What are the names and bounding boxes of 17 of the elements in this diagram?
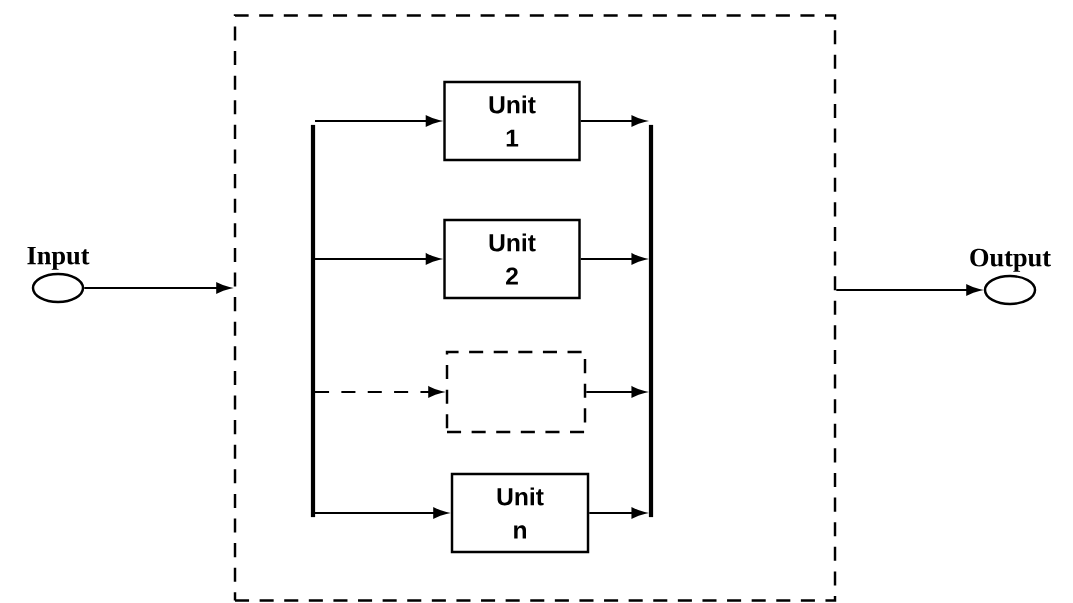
arrow	[315, 507, 448, 519]
arrow	[589, 507, 646, 519]
unit-box: Unit n	[450, 472, 590, 554]
node-label: Input	[27, 246, 90, 270]
arrow	[586, 386, 646, 398]
unit-box: Unit 2	[443, 218, 581, 300]
arrow	[84, 282, 231, 294]
arrow	[580, 253, 646, 265]
placeholder-box	[445, 350, 587, 434]
node-label: Output	[970, 248, 1051, 272]
arrow	[315, 253, 440, 265]
arrow	[580, 115, 646, 127]
arrow	[315, 386, 443, 398]
arrow	[836, 284, 981, 296]
system-frame	[233, 14, 837, 602]
unit-box: Unit 1	[443, 80, 581, 162]
arrow	[315, 115, 440, 127]
